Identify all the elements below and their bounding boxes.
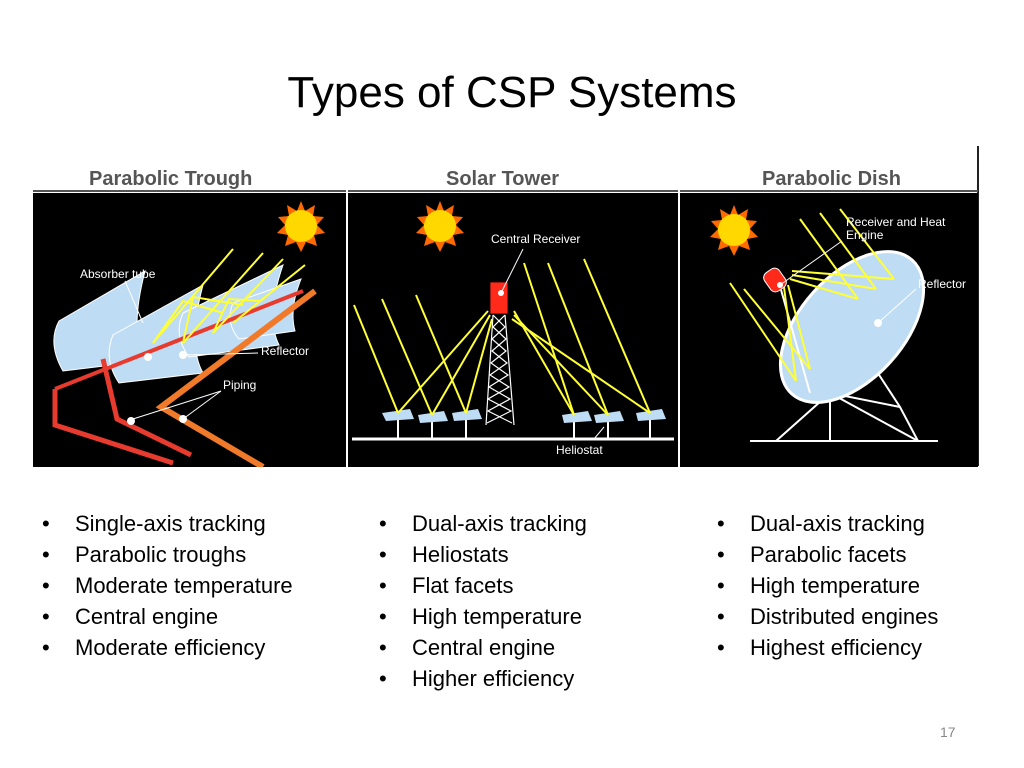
label-piping: Piping: [223, 378, 256, 392]
page-number: 17: [940, 724, 956, 740]
header-divider: [977, 146, 979, 466]
list-item: •Distributed engines: [717, 604, 939, 629]
slide-title: Types of CSP Systems: [287, 68, 737, 117]
panel-heading-trough: Parabolic Trough: [89, 168, 253, 190]
sun-icon: [277, 201, 325, 252]
panel-rule-tower: [348, 190, 678, 192]
tower-diagram: Central Receiver Heliostat: [348, 193, 678, 467]
trough-reflector: [53, 264, 302, 384]
tower: [485, 282, 515, 426]
list-item: •Dual-axis tracking: [717, 511, 925, 536]
list-item: •Parabolic facets: [717, 542, 907, 567]
list-item: •Single-axis tracking: [42, 511, 266, 536]
dish-features: •Dual-axis tracking •Parabolic facets •H…: [717, 508, 938, 663]
list-item: •Central engine: [42, 604, 219, 629]
dish-diagram: Receiver and Heat Engine Reflector: [680, 193, 978, 467]
label-receiver-line2: Engine: [846, 228, 884, 242]
panel-rule-trough: [33, 190, 346, 192]
label-absorber-tube: Absorber tube: [80, 267, 156, 281]
panel-heading-tower: Solar Tower: [446, 168, 559, 190]
list-item: •Flat facets: [379, 573, 514, 598]
dish-reflector: [778, 250, 926, 404]
sun-rays: [353, 258, 651, 416]
sun-rays: [152, 248, 306, 344]
label-receiver-line1: Receiver and Heat: [846, 215, 946, 229]
sun-icon: [416, 201, 464, 252]
label-reflector: Reflector: [918, 277, 966, 291]
list-item: •Highest efficiency: [717, 635, 923, 660]
piping: [52, 288, 317, 467]
sun-icon: [710, 205, 758, 256]
list-item: •High temperature: [717, 573, 920, 598]
list-item: •High temperature: [379, 604, 582, 629]
panel-rule-dish: [680, 190, 978, 192]
list-item: •Higher efficiency: [379, 666, 575, 691]
sun-rays: [729, 208, 895, 382]
label-reflector: Reflector: [261, 344, 309, 358]
list-item: •Heliostats: [379, 542, 509, 567]
list-item: •Dual-axis tracking: [379, 511, 587, 536]
label-heliostat: Heliostat: [556, 443, 603, 457]
list-item: •Central engine: [379, 635, 556, 660]
label-central-receiver: Central Receiver: [491, 232, 580, 246]
list-item: •Moderate efficiency: [42, 635, 266, 660]
trough-diagram: Absorber tube Reflector Piping: [33, 193, 346, 467]
absorber-tube: [54, 289, 304, 391]
list-item: •Parabolic troughs: [42, 542, 247, 567]
heliostats: [382, 409, 666, 439]
list-item: •Moderate temperature: [42, 573, 293, 598]
panel-heading-dish: Parabolic Dish: [762, 168, 901, 190]
trough-features: •Single-axis tracking •Parabolic troughs…: [42, 508, 293, 663]
tower-features: •Dual-axis tracking •Heliostats •Flat fa…: [379, 508, 587, 694]
